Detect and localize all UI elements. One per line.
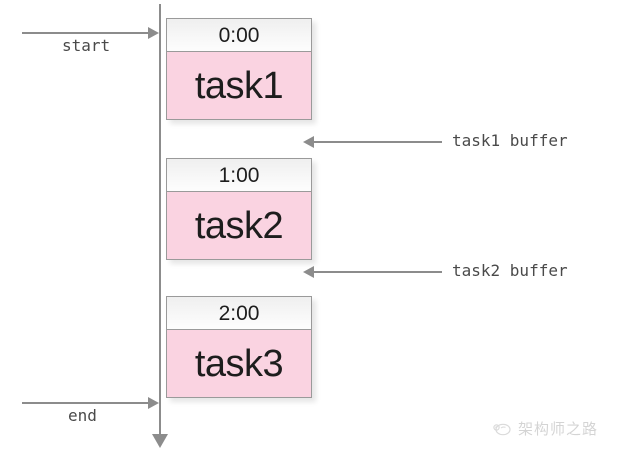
task1-buffer-arrow-line [314,141,442,143]
task-block: 0:00 task1 [166,18,312,120]
task1-buffer-arrowhead-icon [303,136,314,148]
task-block: 2:00 task3 [166,296,312,398]
timeline-axis-arrowhead-icon [152,434,168,448]
timeline-axis-line [159,4,161,438]
task-block: 1:00 task2 [166,158,312,260]
task2-buffer-arrow-line [314,271,442,273]
end-arrow-line [22,402,150,404]
bird-logo-icon [492,421,512,437]
task-name-label: task2 [166,192,312,260]
task-time-label: 0:00 [166,18,312,52]
end-arrowhead-icon [148,397,159,409]
task1-buffer-label: task1 buffer [452,131,568,150]
watermark-text: 架构师之路 [518,420,599,438]
task-name-label: task1 [166,52,312,120]
end-label: end [68,406,97,425]
task2-buffer-arrowhead-icon [303,266,314,278]
start-arrowhead-icon [148,27,159,39]
task-name-label: task3 [166,330,312,398]
watermark: 架构师之路 [492,418,598,439]
task-time-label: 1:00 [166,158,312,192]
task-time-label: 2:00 [166,296,312,330]
start-arrow-line [22,32,150,34]
start-label: start [62,36,111,55]
task2-buffer-label: task2 buffer [452,261,568,280]
